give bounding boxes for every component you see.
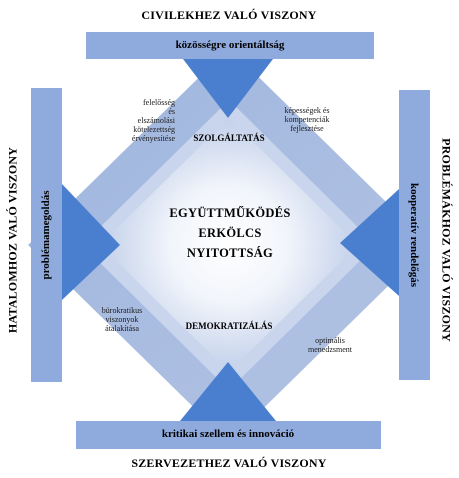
left-triangle [62, 184, 120, 300]
bar-label-top: közösségre orientáltság [175, 39, 285, 51]
note-top-left: felelősség és elszámolási kötelezettség … [131, 98, 175, 143]
note-top-right: képességek és kompetenciák fejlesztése [284, 106, 330, 133]
outer-label-right: PROBLÉMÁKHOZ VALÓ VISZONY [439, 138, 454, 342]
bar-label-left: problémamegoldás [40, 190, 52, 280]
bar-label-right: kooperatív rendelőgás [408, 183, 420, 287]
center-line-1: EGYÜTTMŰKÖDÉS [169, 206, 291, 220]
top-bar [86, 32, 374, 59]
center-line-3: NYITOTTSÁG [186, 246, 274, 260]
right-bar [399, 90, 430, 380]
corner-label-bottom: DEMOKRATIZÁLÁS [185, 321, 273, 331]
top-triangle [183, 59, 273, 118]
left-bar [31, 88, 62, 382]
bar-label-bottom: kritikai szellem és innováció [161, 428, 295, 440]
inner-diamond [100, 118, 358, 372]
corner-label-top: SZOLGÁLTATÁS [193, 133, 265, 143]
right-triangle [340, 189, 399, 296]
outer-label-left: HATALOMHOZ VALÓ VISZONY [5, 146, 20, 334]
note-bottom-left: bürokratikus viszonyok átalakítása [101, 306, 143, 333]
bottom-triangle [180, 362, 276, 421]
note-bottom-right: optimális menedzsment [308, 336, 352, 354]
outer-label-bottom: SZERVEZETHEZ VALÓ VISZONY [131, 456, 327, 470]
outer-label-top: CIVILEKHEZ VALÓ VISZONY [141, 8, 317, 22]
center-line-2: ERKÖLCS [198, 226, 262, 240]
bottom-bar [76, 421, 381, 449]
